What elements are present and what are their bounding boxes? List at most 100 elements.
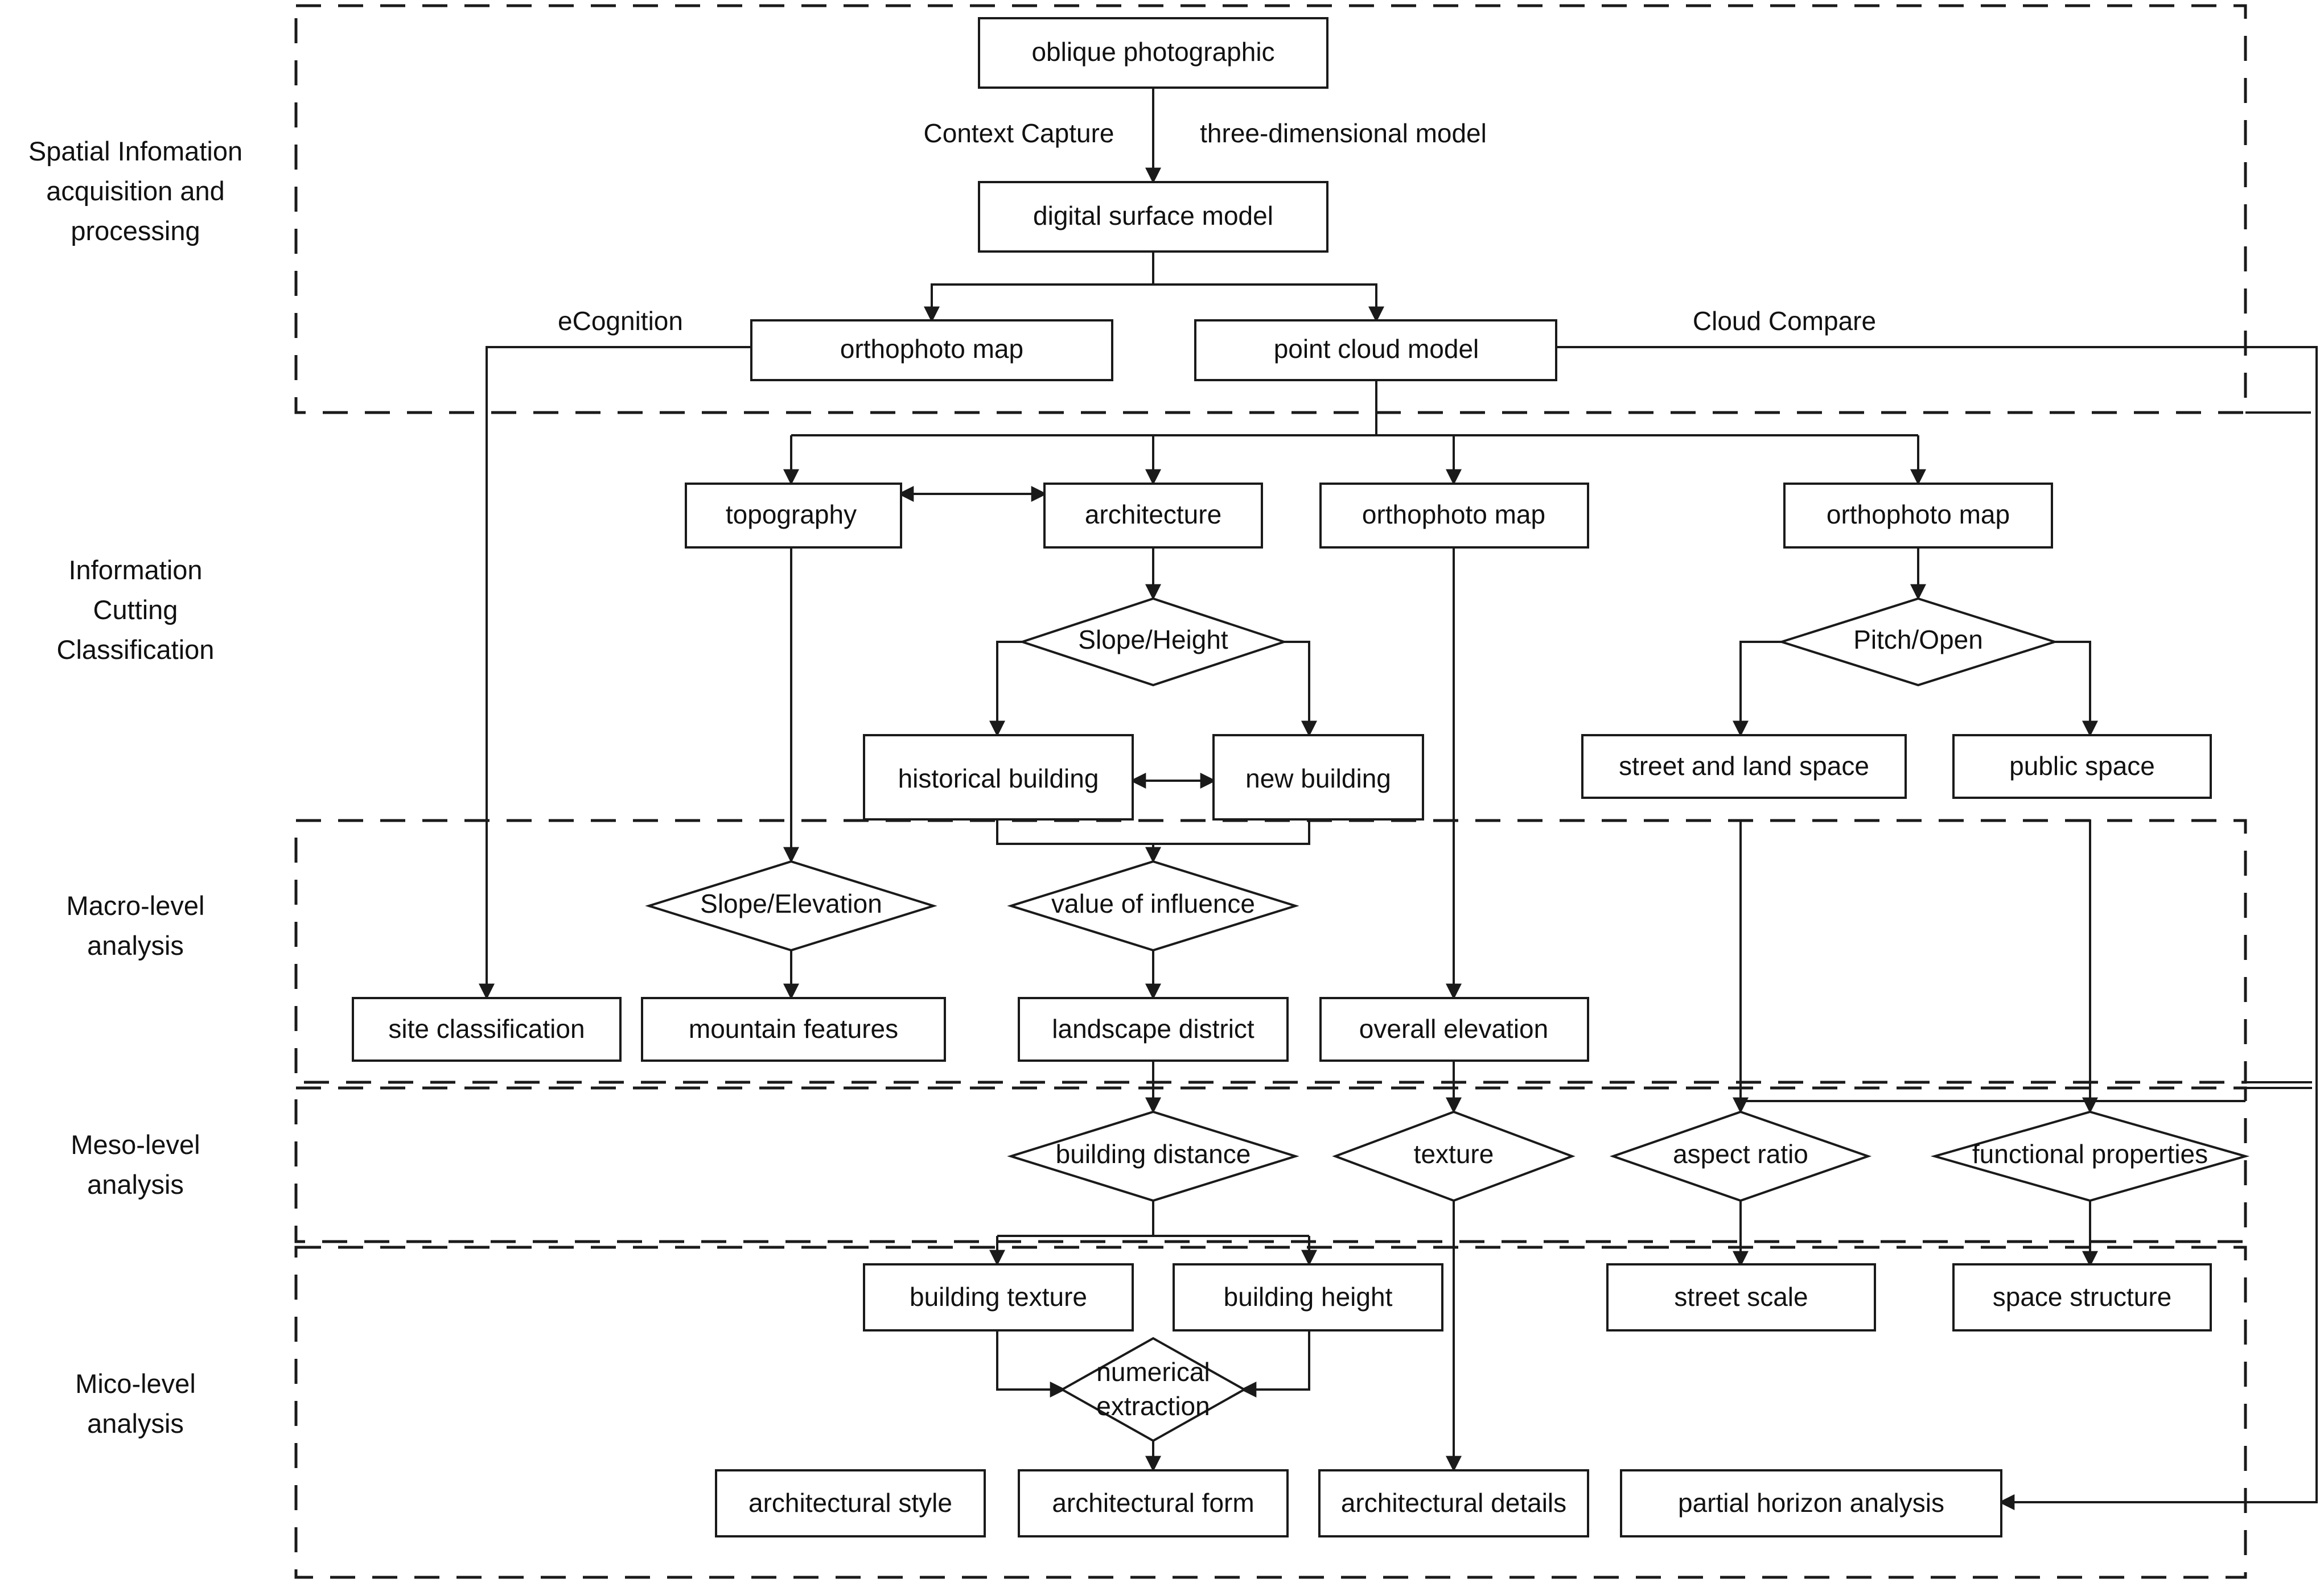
- node-building-height[interactable]: building height: [1173, 1263, 1443, 1331]
- svg-text:numerical: numerical: [1096, 1357, 1210, 1387]
- svg-text:architectural details: architectural details: [1341, 1488, 1566, 1518]
- label-ecognition: eCognition: [558, 306, 683, 336]
- node-architectural-form[interactable]: architectural form: [1018, 1469, 1289, 1537]
- svg-text:Slope/Elevation: Slope/Elevation: [700, 889, 882, 918]
- edge-bheight-to-numerical: [1240, 1330, 1310, 1398]
- node-architectural-details[interactable]: architectural details: [1318, 1469, 1589, 1537]
- edge-slopeheight-left: [996, 641, 1023, 728]
- svg-text:building distance: building distance: [1056, 1139, 1251, 1169]
- svg-text:topography: topography: [726, 500, 857, 529]
- node-space-structure[interactable]: space structure: [1952, 1263, 2212, 1331]
- edge-historical-down: [996, 819, 1153, 845]
- svg-text:texture: texture: [1414, 1139, 1494, 1169]
- region-micro: [294, 1246, 2247, 1579]
- node-overall-elevation[interactable]: overall elevation: [1319, 997, 1589, 1062]
- node-street-scale[interactable]: street scale: [1606, 1263, 1876, 1331]
- band-label-meso: Meso-level analysis: [71, 1129, 200, 1199]
- svg-text:public space: public space: [2009, 751, 2155, 781]
- svg-text:Slope/Height: Slope/Height: [1078, 625, 1228, 654]
- svg-text:acquisition and: acquisition and: [46, 176, 225, 206]
- svg-text:historical building: historical building: [898, 764, 1099, 793]
- svg-text:analysis: analysis: [87, 1408, 184, 1438]
- region-meso: [294, 1086, 2247, 1243]
- node-value-of-influence[interactable]: value of influence: [1007, 860, 1299, 952]
- node-topography[interactable]: topography: [685, 483, 902, 549]
- node-orthophoto-map-1[interactable]: orthophoto map: [750, 319, 1113, 381]
- band-label-macro: Macro-level analysis: [67, 891, 205, 960]
- node-architectural-style[interactable]: architectural style: [715, 1469, 986, 1537]
- band-label-micro: Mico-level analysis: [75, 1368, 196, 1438]
- node-orthophoto-map-3[interactable]: orthophoto map: [1319, 483, 1589, 549]
- svg-text:orthophoto map: orthophoto map: [1362, 500, 1545, 529]
- region-acquisition: [294, 4, 2247, 414]
- svg-text:Macro-level: Macro-level: [67, 891, 205, 921]
- node-building-distance[interactable]: building distance: [1007, 1110, 1299, 1202]
- svg-text:aspect ratio: aspect ratio: [1673, 1139, 1808, 1169]
- svg-text:Meso-level: Meso-level: [71, 1129, 200, 1160]
- node-functional-properties[interactable]: functional properties: [1930, 1110, 2250, 1202]
- node-digital-surface-model[interactable]: digital surface model: [978, 181, 1328, 253]
- node-architecture[interactable]: architecture: [1043, 483, 1263, 549]
- edge-pitchopen-left: [1739, 641, 1783, 728]
- edge-bdistance-down: [997, 1201, 1154, 1237]
- svg-text:value of influence: value of influence: [1051, 889, 1255, 918]
- label-cloud-compare: Cloud Compare: [1693, 306, 1876, 336]
- svg-text:partial horizon analysis: partial horizon analysis: [1678, 1488, 1944, 1518]
- cloud-compare-frame: [1376, 346, 2318, 1503]
- edge-ecognition-route: [486, 346, 751, 991]
- node-aspect-ratio[interactable]: aspect ratio: [1609, 1110, 1872, 1202]
- svg-text:mountain features: mountain features: [689, 1014, 898, 1044]
- svg-text:oblique photographic: oblique photographic: [1031, 37, 1274, 67]
- svg-text:processing: processing: [71, 216, 200, 246]
- svg-text:Classification: Classification: [57, 634, 215, 665]
- svg-text:site classification: site classification: [388, 1014, 585, 1044]
- node-building-texture[interactable]: building texture: [863, 1263, 1134, 1331]
- node-new-building[interactable]: new building: [1212, 734, 1424, 821]
- band-label-acquisition: Spatial Infomation acquisition and proce…: [28, 136, 242, 246]
- node-partial-horizon-analysis[interactable]: partial horizon analysis: [1620, 1469, 2002, 1537]
- svg-text:Mico-level: Mico-level: [75, 1368, 196, 1399]
- svg-text:street scale: street scale: [1674, 1282, 1808, 1312]
- svg-text:Spatial Infomation: Spatial Infomation: [28, 136, 242, 166]
- node-street-and-land-space[interactable]: street and land space: [1581, 734, 1907, 799]
- edge-dsm-split: [931, 252, 1154, 316]
- svg-text:functional properties: functional properties: [1972, 1139, 2208, 1169]
- node-numerical-extraction[interactable]: numerical extraction: [1059, 1337, 1247, 1442]
- node-point-cloud-model[interactable]: point cloud model: [1194, 319, 1557, 381]
- svg-text:Cutting: Cutting: [93, 595, 178, 625]
- node-oblique-photographic[interactable]: oblique photographic: [978, 17, 1328, 89]
- svg-text:street and land space: street and land space: [1619, 751, 1869, 781]
- svg-text:architecture: architecture: [1085, 500, 1221, 529]
- edge-pitchopen-right: [2054, 641, 2091, 728]
- svg-text:overall elevation: overall elevation: [1359, 1014, 1548, 1044]
- svg-text:point cloud model: point cloud model: [1274, 334, 1479, 364]
- node-historical-building[interactable]: historical building: [863, 734, 1134, 821]
- svg-text:analysis: analysis: [87, 930, 184, 960]
- node-slope-height[interactable]: Slope/Height: [1018, 597, 1288, 687]
- node-site-classification[interactable]: site classification: [352, 997, 622, 1062]
- svg-text:building height: building height: [1224, 1282, 1393, 1312]
- svg-text:orthophoto map: orthophoto map: [840, 334, 1023, 364]
- edge-btexture-to-numerical: [996, 1330, 1066, 1398]
- svg-text:digital surface model: digital surface model: [1033, 201, 1273, 230]
- svg-text:Pitch/Open: Pitch/Open: [1853, 625, 1983, 654]
- node-slope-elevation[interactable]: Slope/Elevation: [645, 860, 937, 952]
- svg-text:architectural style: architectural style: [748, 1488, 952, 1518]
- svg-text:landscape district: landscape district: [1052, 1014, 1254, 1044]
- node-landscape-district[interactable]: landscape district: [1018, 997, 1289, 1062]
- svg-text:space structure: space structure: [1993, 1282, 2171, 1312]
- node-orthophoto-map-4[interactable]: orthophoto map: [1783, 483, 2053, 549]
- node-mountain-features[interactable]: mountain features: [641, 997, 946, 1062]
- svg-text:analysis: analysis: [87, 1169, 184, 1199]
- node-pitch-open[interactable]: Pitch/Open: [1778, 597, 2059, 687]
- svg-text:architectural form: architectural form: [1052, 1488, 1254, 1518]
- svg-text:Information: Information: [68, 555, 202, 585]
- edge-bus-meso: [1739, 819, 2245, 1102]
- node-texture[interactable]: texture: [1332, 1110, 1576, 1202]
- svg-text:extraction: extraction: [1096, 1391, 1210, 1421]
- node-public-space[interactable]: public space: [1952, 734, 2212, 799]
- edge-new-down: [1153, 819, 1310, 845]
- svg-text:new building: new building: [1245, 764, 1391, 793]
